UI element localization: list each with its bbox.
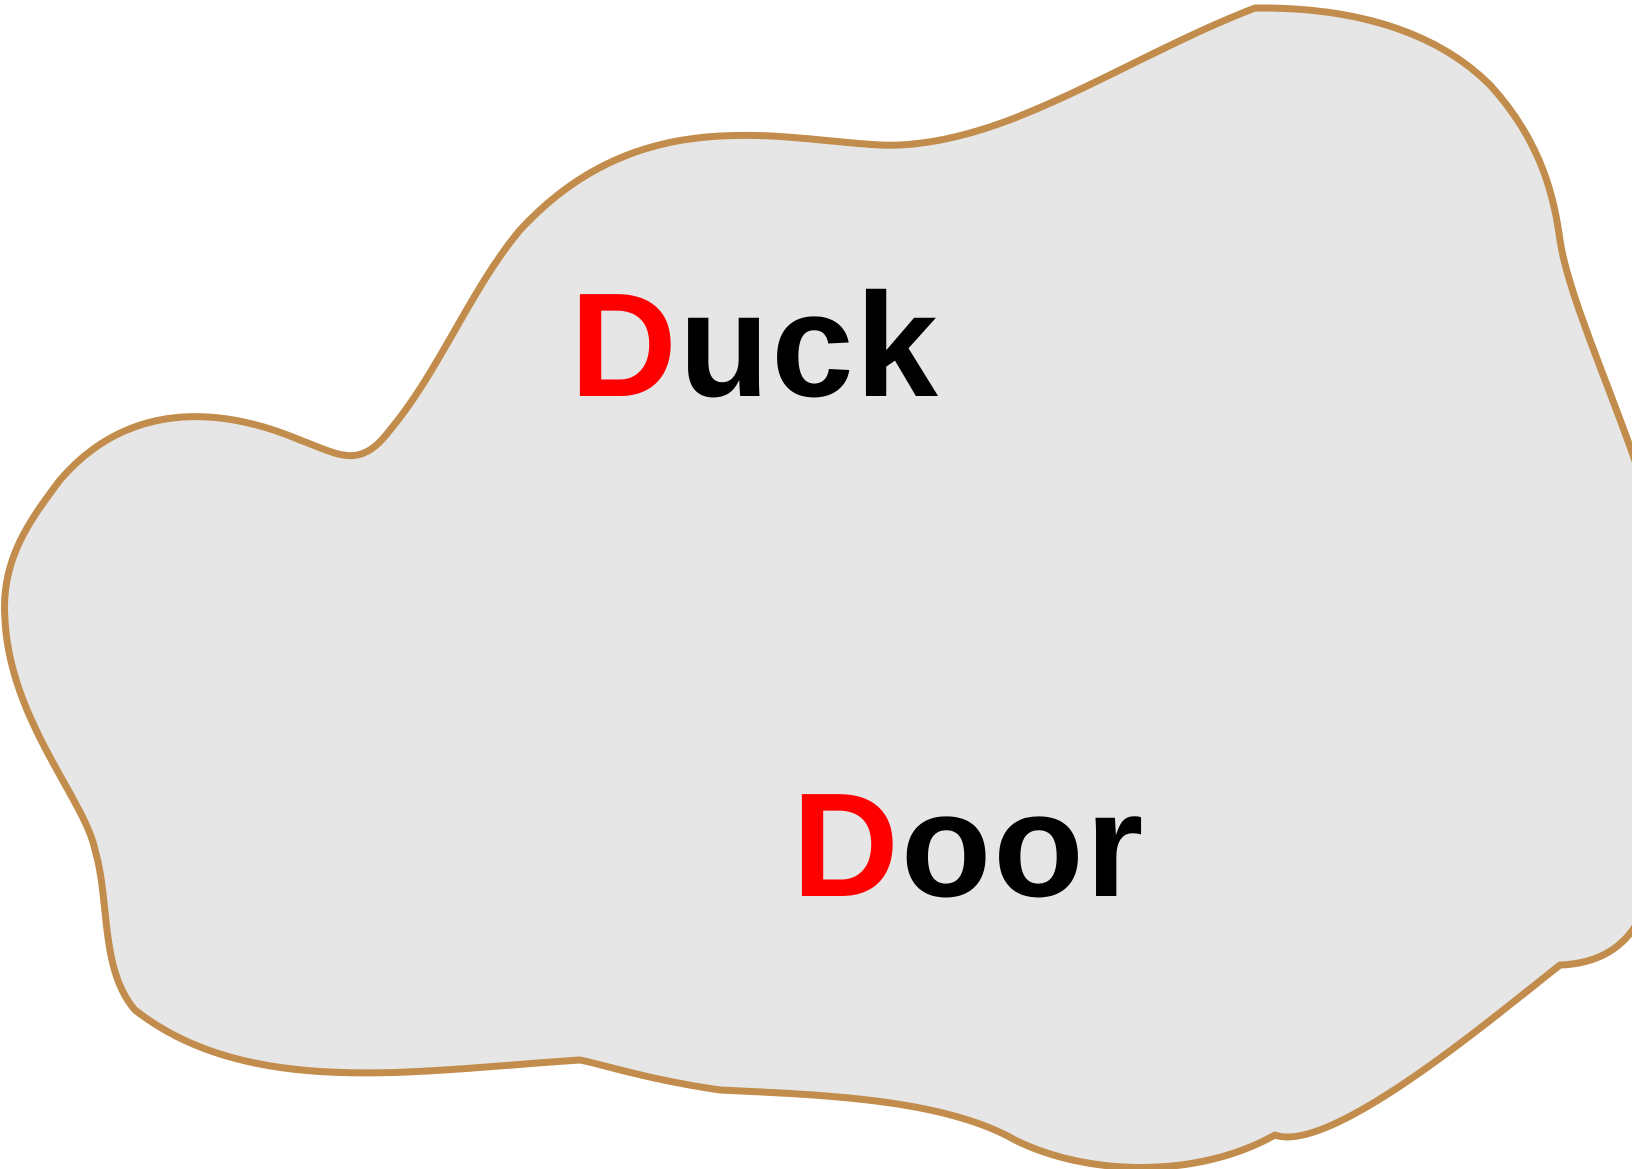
word-door: Door: [792, 772, 1145, 920]
word-duck: Duck: [570, 272, 940, 420]
duck-rest-letters: uck: [678, 263, 940, 428]
duck-first-letter: D: [570, 263, 679, 428]
door-first-letter: D: [792, 763, 901, 928]
door-rest-letters: oor: [900, 763, 1146, 928]
blob-shape: [0, 4, 1632, 1169]
